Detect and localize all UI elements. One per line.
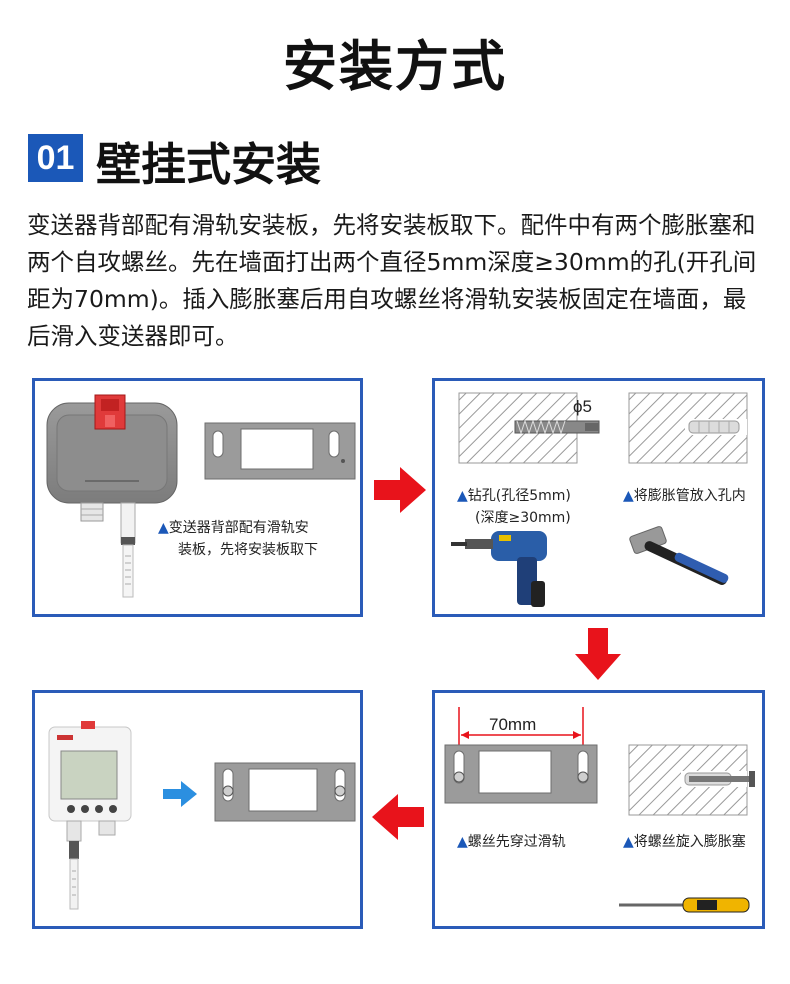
- step-panel-fix-plate: 70mm ▲螺丝先穿过滑轨 ▲将螺丝旋入膨胀塞: [432, 690, 765, 929]
- step1-caption: ▲变送器背部配有滑轨安 装板，先将安装板取下: [158, 520, 318, 558]
- step-panel-slide-in: [32, 690, 363, 929]
- electric-drill-icon: [451, 531, 547, 607]
- section-description: 变送器背部配有滑轨安装板，先将安装板取下。配件中有两个膨胀塞和两个自攻螺丝。先在…: [27, 211, 757, 350]
- mounting-plate-illustration: [204, 422, 356, 480]
- hole-spacing-label: 70mm: [489, 715, 537, 734]
- drill-and-plug-illustration: [451, 392, 748, 607]
- step-panel-remove-plate: ▲变送器背部配有滑轨安 装板，先将安装板取下: [32, 378, 363, 617]
- transmitter-front-illustration: [48, 721, 132, 910]
- mounting-plate-mounted-illustration: [214, 762, 356, 822]
- step2-drill-caption: ▲钻孔(孔径5mm) (深度≥30mm): [457, 488, 571, 526]
- hammer-icon: [629, 526, 729, 585]
- red-arrow-left-icon: [372, 794, 424, 840]
- red-arrow-right-icon: [374, 467, 426, 513]
- rail-and-screw-illustration: [444, 707, 755, 913]
- triangle-marker-icon: ▲: [158, 520, 169, 536]
- screwdriver-icon: [619, 897, 750, 913]
- step2-plug-caption: ▲将膨胀管放入孔内: [623, 488, 746, 504]
- red-arrow-down-icon: [575, 628, 621, 680]
- blue-arrow-right-icon: [163, 781, 197, 807]
- section-title: 壁挂式安装: [96, 138, 322, 191]
- step3-screw-caption: ▲将螺丝旋入膨胀塞: [623, 834, 746, 850]
- step-panel-drill-holes: ϕ5 ▲钻孔(孔径5mm) (深度≥30mm) ▲将膨胀管放入孔内: [432, 378, 765, 617]
- transmitter-back-illustration: [46, 394, 178, 598]
- drill-diameter-label: ϕ5: [573, 397, 592, 416]
- step3-rail-caption: ▲螺丝先穿过滑轨: [457, 834, 566, 850]
- page-title: 安装方式: [283, 35, 507, 98]
- section-number-badge: 01: [28, 134, 83, 182]
